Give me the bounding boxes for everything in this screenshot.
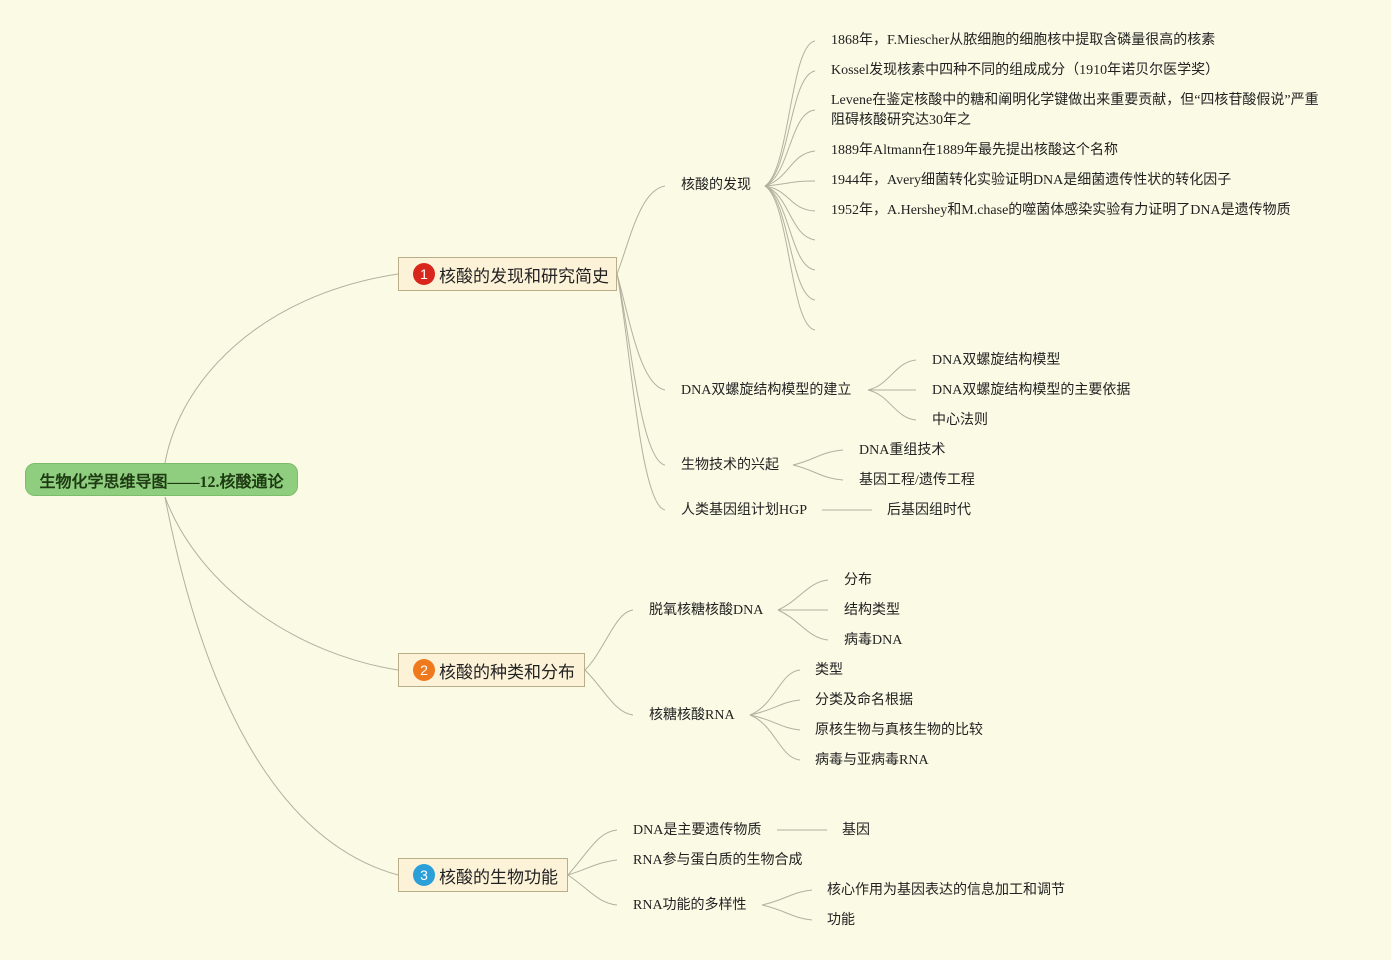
link-t1-discovery: [616, 185, 666, 275]
link-rna-1: [749, 669, 801, 716]
link-rnadiverse-2: [761, 904, 813, 921]
link-discovery-6: [764, 185, 816, 212]
link-discovery-4: [764, 150, 816, 187]
leaf-rna-2[interactable]: 分类及命名根据: [815, 693, 913, 708]
leaf-discovery-6[interactable]: 1952年，A.Hershey和M.chase的噬菌体感染实验有力证明了DNA是…: [831, 203, 1291, 218]
leaf-rna-1[interactable]: 类型: [815, 663, 843, 678]
link-biotech-2: [792, 464, 844, 481]
link-rna-4: [749, 714, 801, 761]
topic-biological-function[interactable]: 3 核酸的生物功能: [398, 858, 568, 892]
leaf-discovery-5[interactable]: 1944年，Avery细菌转化实验证明DNA是细菌遗传性状的转化因子: [831, 173, 1232, 188]
leaf-dna-model-3[interactable]: 中心法则: [932, 413, 988, 428]
link-rna-3: [749, 714, 801, 731]
topic-label: 核酸的发现和研究简史: [439, 266, 609, 286]
subtopic-biotech[interactable]: 生物技术的兴起: [681, 458, 779, 473]
topic-label: 核酸的种类和分布: [439, 662, 575, 682]
subtopic-hgp[interactable]: 人类基因组计划HGP: [681, 503, 808, 518]
leaf-rna-4[interactable]: 病毒与亚病毒RNA: [815, 753, 929, 768]
link-dna-1: [777, 579, 829, 611]
leaf-dna-3[interactable]: 病毒DNA: [844, 633, 903, 648]
link-t2-rna: [584, 669, 634, 716]
link-dnamodel-1: [867, 359, 917, 391]
link-t3-dnamain: [567, 829, 618, 876]
leaf-discovery-4[interactable]: 1889年Altmann在1889年最先提出核酸这个名称: [831, 143, 1118, 158]
leaf-discovery-3[interactable]: Levene在鉴定核酸中的糖和阐明化学键做出来重要贡献，但“四核苷酸假说”严重阻…: [831, 93, 1319, 128]
link-discovery-3: [764, 109, 816, 187]
link-t1-dnamodel: [616, 273, 666, 391]
subtopic-discovery[interactable]: 核酸的发现: [681, 178, 751, 193]
leaf-dna-model-1[interactable]: DNA双螺旋结构模型: [932, 353, 1061, 368]
leaf-discovery-2[interactable]: Kossel发现核素中四种不同的组成成分（1910年诺贝尔医学奖）: [831, 63, 1220, 78]
link-discovery-1: [764, 40, 816, 187]
link-biotech-1: [792, 449, 844, 466]
leaf-hgp-1[interactable]: 后基因组时代: [887, 503, 971, 518]
link-t3-rnaprotein: [567, 859, 618, 876]
link-discovery-7: [764, 185, 816, 241]
link-discovery-2: [764, 70, 816, 187]
leaf-dna-model-2[interactable]: DNA双螺旋结构模型的主要依据: [932, 383, 1131, 398]
link-t1-hgp: [616, 273, 666, 511]
link-root-t3: [164, 496, 399, 876]
leaf-biotech-2[interactable]: 基因工程/遗传工程: [859, 473, 975, 488]
leaf-biotech-1[interactable]: DNA重组技术: [859, 443, 946, 458]
subtopic-rna[interactable]: 核糖核酸RNA: [649, 708, 735, 723]
leaf-rna-diverse-1[interactable]: 核心作用为基因表达的信息加工和调节: [827, 883, 1065, 898]
leaf-dna-2[interactable]: 结构类型: [844, 603, 900, 618]
root-topic[interactable]: 生物化学思维导图——12.核酸通论: [25, 463, 298, 496]
link-rnadiverse-1: [761, 889, 813, 906]
link-t1-biotech: [616, 273, 666, 466]
topic-label: 核酸的生物功能: [439, 867, 558, 887]
link-discovery-10: [764, 185, 816, 331]
leaf-dna-main-1[interactable]: 基因: [842, 823, 870, 838]
subtopic-rna-diverse[interactable]: RNA功能的多样性: [633, 898, 747, 913]
topic-types-distribution[interactable]: 2 核酸的种类和分布: [398, 653, 585, 687]
number-badge-3: 3: [413, 864, 435, 886]
number-badge-1: 1: [413, 263, 435, 285]
leaf-dna-1[interactable]: 分布: [844, 573, 872, 588]
number-badge-2: 2: [413, 659, 435, 681]
link-t3-rnadiverse: [567, 874, 618, 906]
subtopic-dna-model[interactable]: DNA双螺旋结构模型的建立: [681, 383, 852, 398]
leaf-rna-3[interactable]: 原核生物与真核生物的比较: [815, 723, 983, 738]
subtopic-rna-protein[interactable]: RNA参与蛋白质的生物合成: [633, 853, 803, 868]
subtopic-dna-main[interactable]: DNA是主要遗传物质: [633, 823, 762, 838]
subtopic-dna[interactable]: 脱氧核糖核酸DNA: [649, 603, 764, 618]
link-t2-dna: [584, 609, 634, 671]
link-dna-3: [777, 609, 829, 641]
leaf-discovery-1[interactable]: 1868年，F.Miescher从脓细胞的细胞核中提取含磷量很高的核素: [831, 33, 1216, 48]
link-discovery-8: [764, 185, 816, 271]
link-dnamodel-3: [867, 389, 917, 421]
link-root-t1: [164, 273, 399, 464]
leaf-rna-diverse-2[interactable]: 功能: [827, 913, 855, 928]
topic-discovery-history[interactable]: 1 核酸的发现和研究简史: [398, 257, 617, 291]
link-discovery-9: [764, 185, 816, 301]
link-rna-2: [749, 699, 801, 716]
link-root-t2: [164, 496, 399, 671]
link-discovery-5: [764, 180, 816, 187]
